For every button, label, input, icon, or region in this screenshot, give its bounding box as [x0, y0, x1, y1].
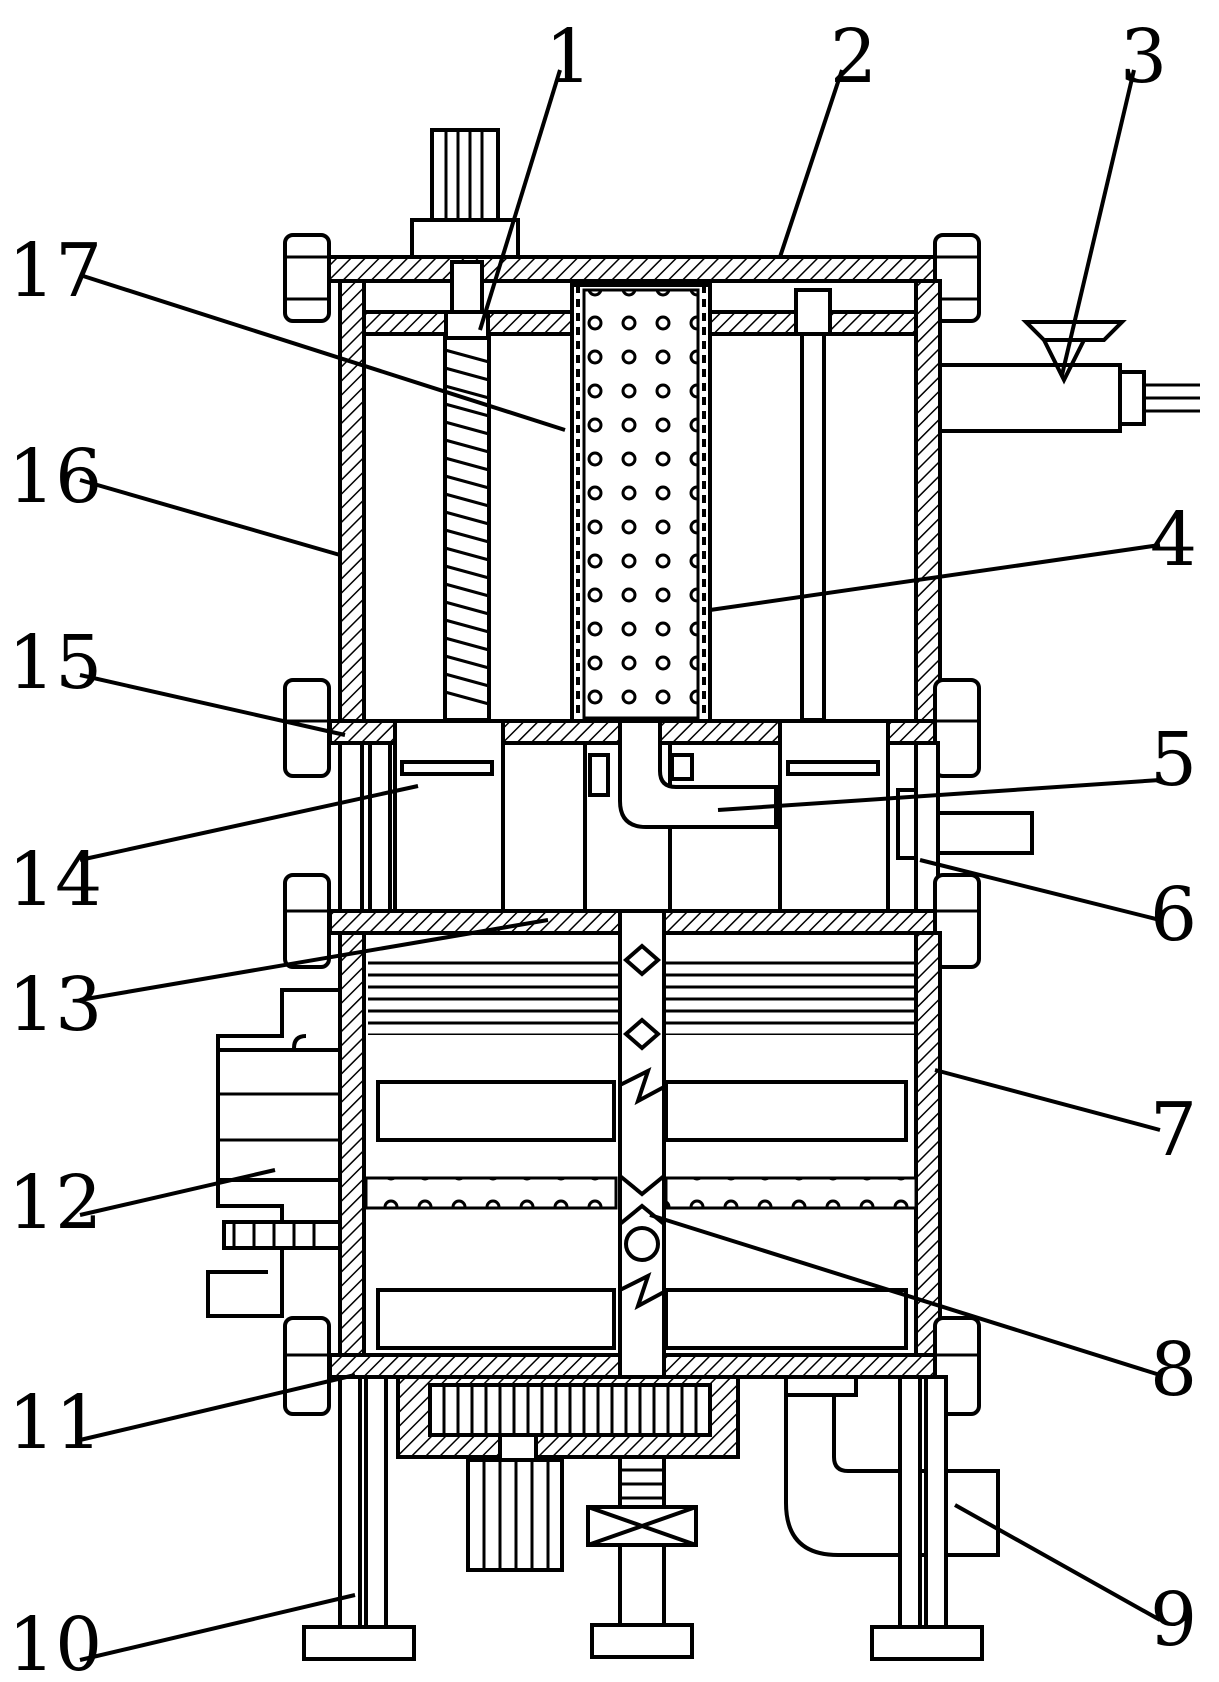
label-15: 15: [8, 620, 102, 706]
label-11: 11: [8, 1380, 102, 1466]
label-3: 3: [1120, 14, 1167, 100]
label-7: 7: [1150, 1087, 1197, 1173]
label-16: 16: [8, 434, 102, 520]
label-14: 14: [8, 837, 102, 923]
label-1: 1: [545, 14, 592, 100]
label-13: 13: [8, 962, 102, 1048]
base: [302, 1375, 1000, 1661]
label-2: 2: [830, 14, 877, 100]
label-8: 8: [1150, 1327, 1197, 1413]
label-12: 12: [8, 1160, 102, 1246]
label-17: 17: [8, 228, 102, 314]
side-pump: [206, 988, 342, 1318]
label-4: 4: [1150, 497, 1197, 583]
label-10: 10: [8, 1602, 102, 1682]
lower-chamber: [206, 873, 981, 1416]
label-5: 5: [1150, 717, 1197, 803]
hopper-icon: [938, 320, 1200, 433]
middle-section: [283, 678, 1034, 913]
leader-line-icon: [79, 69, 1161, 1662]
label-6: 6: [1150, 872, 1197, 958]
label-9: 9: [1150, 1577, 1197, 1663]
bottom-motor-icon: [466, 1458, 564, 1572]
upper-chamber: [283, 233, 1200, 723]
labels: 1 2 3 4 5 6 7 8 9 10 11 12 13 14 15 16 1…: [8, 14, 1197, 1682]
top-motor-icon: [410, 128, 520, 262]
